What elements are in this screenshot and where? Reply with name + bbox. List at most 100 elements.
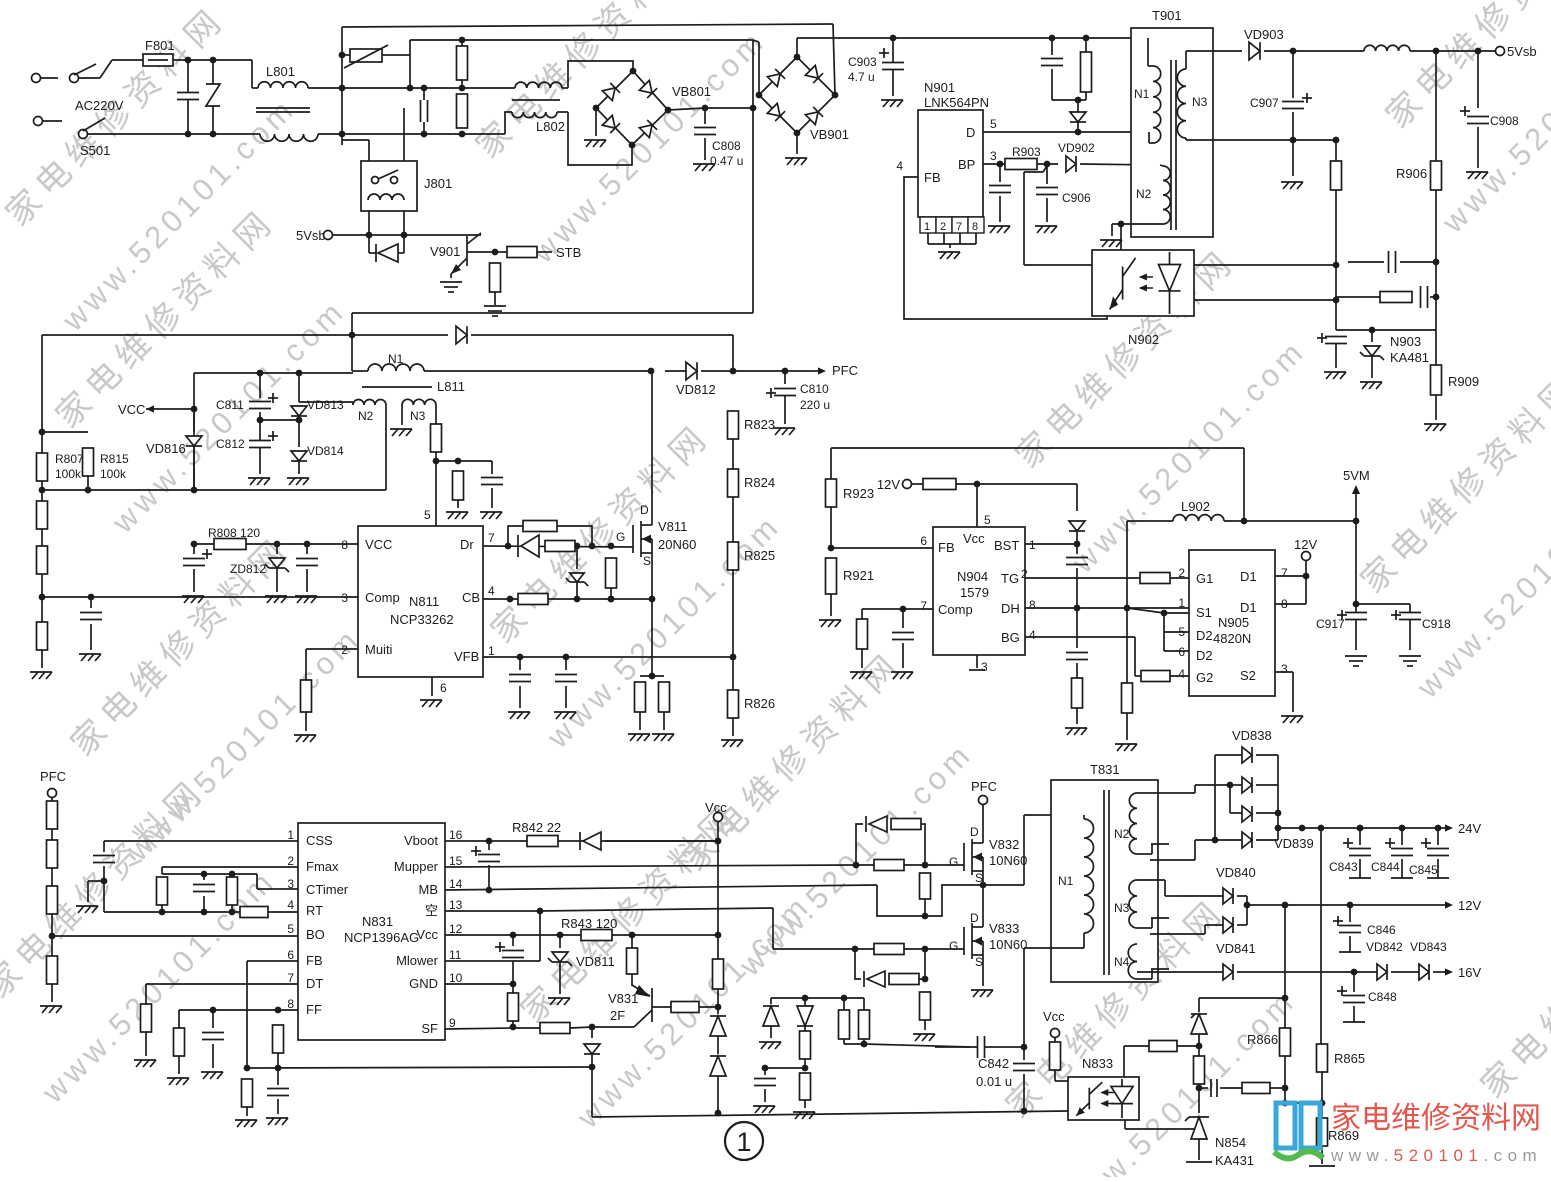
svg-text:11: 11: [449, 948, 462, 962]
svg-text:FF: FF: [306, 1002, 322, 1017]
svg-text:V833: V833: [989, 921, 1019, 936]
svg-text:1: 1: [924, 221, 930, 233]
svg-text:12: 12: [449, 922, 463, 936]
svg-text:100k: 100k: [55, 467, 82, 481]
svg-text:D2: D2: [1196, 648, 1213, 663]
svg-text:12V: 12V: [1294, 537, 1317, 552]
svg-text:KA481: KA481: [1390, 350, 1429, 365]
svg-text:T901: T901: [1152, 8, 1182, 23]
svg-text:N905: N905: [1218, 615, 1249, 630]
svg-text:N2: N2: [358, 409, 374, 423]
svg-text:S501: S501: [80, 143, 110, 158]
svg-text:10N60: 10N60: [989, 853, 1027, 868]
svg-text:4.7 u: 4.7 u: [848, 70, 875, 84]
svg-text:SF: SF: [421, 1021, 438, 1036]
svg-text:BST: BST: [994, 538, 1019, 553]
svg-text:F801: F801: [145, 38, 175, 53]
svg-text:PFC: PFC: [40, 769, 66, 784]
svg-text:S1: S1: [1196, 605, 1212, 620]
svg-text:Muiti: Muiti: [365, 642, 393, 657]
svg-text:S2: S2: [1240, 668, 1256, 683]
svg-text:N903: N903: [1390, 334, 1421, 349]
svg-text:8: 8: [972, 221, 978, 233]
svg-text:4: 4: [1178, 667, 1185, 681]
svg-text:R909: R909: [1448, 374, 1479, 389]
svg-text:AC220V: AC220V: [75, 98, 124, 113]
svg-text:1579: 1579: [960, 585, 989, 600]
svg-text:Vcc: Vcc: [963, 531, 985, 546]
svg-text:R866: R866: [1247, 1032, 1278, 1047]
svg-text:D2: D2: [1196, 628, 1213, 643]
svg-text:KA431: KA431: [1215, 1153, 1254, 1168]
svg-text:FB: FB: [306, 953, 323, 968]
svg-text:MB: MB: [419, 882, 439, 897]
svg-text:7: 7: [1281, 566, 1288, 580]
svg-text:N1: N1: [1058, 874, 1074, 888]
svg-text:R865: R865: [1334, 1051, 1365, 1066]
svg-text:BP: BP: [958, 157, 975, 172]
svg-text:D: D: [966, 125, 975, 140]
svg-text:8: 8: [341, 538, 348, 552]
svg-text:N901: N901: [924, 80, 955, 95]
svg-text:6: 6: [1178, 645, 1185, 659]
svg-text:V831: V831: [608, 991, 638, 1006]
svg-text:V811: V811: [658, 519, 687, 534]
svg-text:S: S: [975, 871, 983, 885]
svg-text:9: 9: [449, 1016, 456, 1030]
svg-text:N1: N1: [1134, 87, 1150, 101]
svg-text:N3: N3: [1114, 901, 1130, 915]
svg-text:1: 1: [1029, 538, 1036, 552]
svg-text:7: 7: [287, 971, 294, 985]
svg-text:C842: C842: [978, 1056, 1009, 1071]
svg-text:G2: G2: [1196, 670, 1213, 685]
svg-text:2F: 2F: [610, 1008, 625, 1023]
svg-text:0.01 u: 0.01 u: [976, 1074, 1012, 1089]
svg-text:N831: N831: [362, 914, 393, 929]
svg-text:VD902: VD902: [1058, 141, 1095, 155]
svg-text:6: 6: [440, 681, 447, 695]
svg-text:R824: R824: [744, 475, 775, 490]
svg-text:D1: D1: [1240, 569, 1257, 584]
svg-text:R921: R921: [843, 568, 874, 583]
svg-text:2: 2: [341, 643, 348, 657]
svg-text:12V: 12V: [877, 477, 900, 492]
svg-text:VD812: VD812: [676, 382, 716, 397]
svg-text:www.520101.com: www.520101.com: [1330, 1146, 1542, 1165]
svg-text:D: D: [970, 911, 979, 925]
svg-text:2: 2: [940, 221, 946, 233]
svg-text:VD840: VD840: [1216, 865, 1256, 880]
svg-text:VD838: VD838: [1232, 728, 1272, 743]
svg-text:R903: R903: [1012, 145, 1041, 159]
svg-text:N1: N1: [388, 352, 404, 366]
svg-text:1: 1: [488, 644, 495, 658]
svg-text:G1: G1: [1196, 571, 1213, 586]
svg-text:N2: N2: [1136, 187, 1152, 201]
svg-text:V832: V832: [989, 837, 1019, 852]
svg-text:N3: N3: [1192, 95, 1208, 109]
svg-text:L811: L811: [437, 379, 465, 394]
svg-text:10: 10: [449, 971, 463, 985]
svg-text:VD842: VD842: [1366, 940, 1403, 954]
svg-text:R807: R807: [55, 452, 84, 466]
svg-text:8: 8: [1029, 598, 1036, 612]
svg-text:GND: GND: [409, 976, 438, 991]
svg-text:VD839: VD839: [1274, 836, 1314, 851]
svg-text:4: 4: [287, 898, 294, 912]
svg-text:100k: 100k: [100, 467, 127, 481]
svg-text:D1: D1: [1240, 600, 1257, 615]
svg-text:T831: T831: [1090, 762, 1120, 777]
svg-text:7: 7: [920, 599, 927, 613]
svg-text:DH: DH: [1001, 601, 1020, 616]
svg-text:PFC: PFC: [832, 363, 858, 378]
svg-text:N904: N904: [957, 569, 988, 584]
svg-text:15: 15: [449, 854, 463, 868]
svg-text:R825: R825: [744, 548, 775, 563]
svg-text:N4: N4: [1114, 955, 1130, 969]
svg-text:CB: CB: [462, 590, 480, 605]
svg-text:10N60: 10N60: [989, 937, 1027, 952]
svg-text:N811: N811: [409, 594, 439, 609]
svg-text:3: 3: [1281, 662, 1288, 676]
svg-text:Comp: Comp: [938, 602, 973, 617]
svg-text:N2: N2: [1114, 827, 1130, 841]
svg-text:5Vsb: 5Vsb: [296, 228, 326, 243]
